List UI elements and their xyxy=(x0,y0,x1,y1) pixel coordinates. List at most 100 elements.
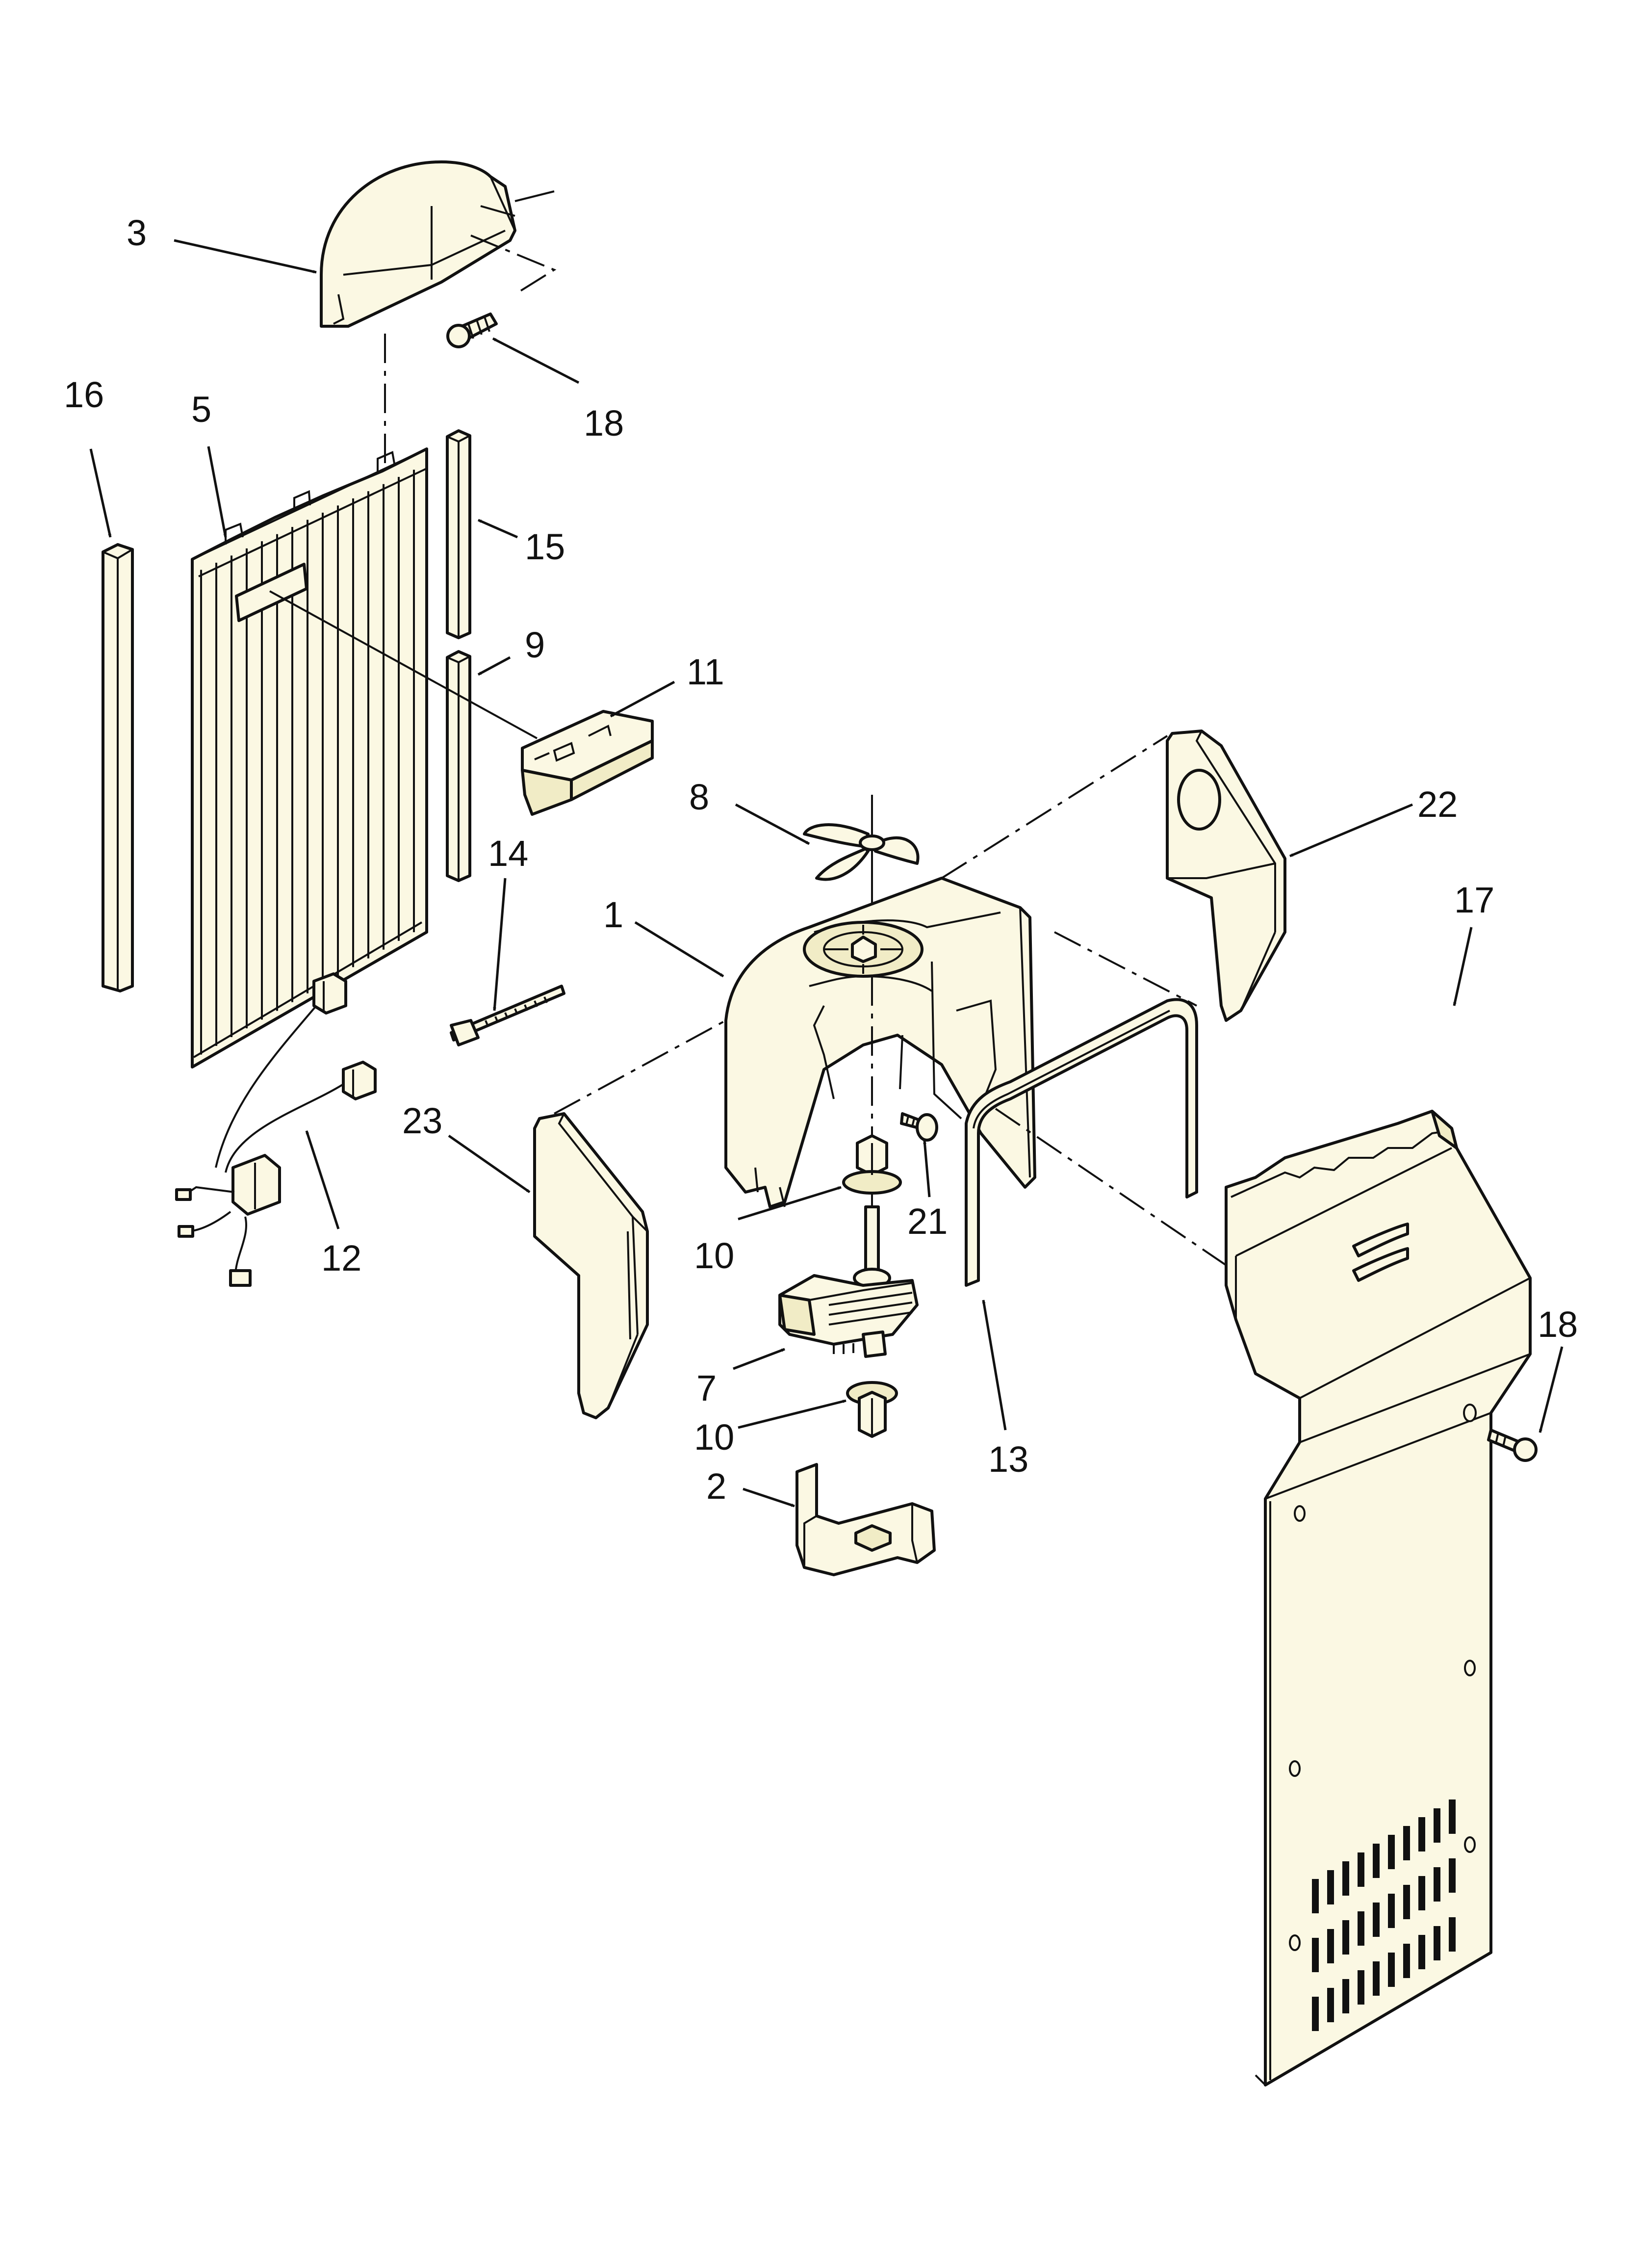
callout-14: 14 xyxy=(488,833,528,874)
leader-7 xyxy=(733,1348,785,1370)
leader-9 xyxy=(477,656,511,676)
part-10-bushing-upper xyxy=(842,1134,902,1195)
part-17-rear-panel xyxy=(1225,1110,1532,2086)
callout-15: 15 xyxy=(525,526,565,567)
vent-slot xyxy=(1434,1808,1440,1843)
vent-slot xyxy=(1358,1911,1364,1946)
leader-10-lower xyxy=(738,1399,847,1429)
leader-17 xyxy=(1453,927,1473,1006)
vent-slot xyxy=(1327,1988,1334,2022)
part-12-wire-harness xyxy=(175,972,377,1287)
leader-12 xyxy=(305,1130,340,1229)
vent-slot xyxy=(1434,1867,1440,1902)
connector-5-11 xyxy=(269,590,538,739)
callout-labels: 3 18 16 5 15 9 11 14 8 22 1 17 23 12 21 … xyxy=(64,212,1578,1507)
vent-slot xyxy=(1373,1844,1380,1878)
leader-22 xyxy=(1289,803,1413,858)
part-3-duct-cover xyxy=(320,160,557,328)
callout-7: 7 xyxy=(696,1368,717,1408)
leader-10-upper xyxy=(738,1186,842,1221)
callout-9: 9 xyxy=(525,625,545,665)
part-10-bushing-lower xyxy=(846,1381,898,1438)
vent-slot xyxy=(1403,1885,1410,1919)
alignment-line-13-17 xyxy=(995,1108,1271,1296)
callout-5: 5 xyxy=(191,389,211,430)
leader-15 xyxy=(477,519,518,539)
vent-slot xyxy=(1327,1870,1334,1904)
part-18-screw-right xyxy=(1487,1429,1538,1462)
leader-11 xyxy=(610,680,675,718)
alignment-line-1-13 xyxy=(1054,931,1197,1007)
vent-slot xyxy=(1312,1997,1319,2031)
vent-slot xyxy=(1449,1917,1456,1952)
vent-slot xyxy=(1449,1858,1456,1893)
vent-slot xyxy=(1403,1944,1410,1978)
part-7-fan-motor xyxy=(778,1205,919,1358)
vent-slot xyxy=(1418,1935,1425,1969)
leader-13 xyxy=(982,1300,1007,1431)
part-16-foam-strip xyxy=(102,543,134,992)
part-5-evaporator-grille xyxy=(191,447,428,1069)
leader-1 xyxy=(634,921,724,978)
leader-3 xyxy=(174,239,317,274)
part-9-foam-strip xyxy=(446,650,471,882)
vent-slot xyxy=(1449,1799,1456,1834)
part-21-screw xyxy=(900,1112,938,1142)
part-22-side-panel xyxy=(1166,730,1286,1022)
callout-22: 22 xyxy=(1417,784,1458,825)
callout-18-top: 18 xyxy=(584,403,624,443)
part-2-motor-bracket xyxy=(795,1463,936,1576)
vent-slot xyxy=(1388,1894,1395,1928)
alignment-line-23-1 xyxy=(554,1019,726,1115)
vent-slot xyxy=(1403,1826,1410,1860)
leader-14 xyxy=(493,878,507,1011)
vent-slot xyxy=(1312,1938,1319,1972)
callout-18-right: 18 xyxy=(1538,1304,1578,1345)
callout-21: 21 xyxy=(907,1201,948,1242)
leader-2 xyxy=(743,1487,795,1508)
vent-slot xyxy=(1388,1835,1395,1869)
vent-slot xyxy=(1418,1817,1425,1851)
vent-slot xyxy=(1434,1926,1440,1960)
vent-slot xyxy=(1312,1879,1319,1913)
part-8-fan-blade xyxy=(803,795,920,908)
leader-21 xyxy=(923,1140,931,1198)
leader-18-right xyxy=(1539,1346,1564,1433)
callout-13: 13 xyxy=(988,1439,1028,1480)
leader-18-top xyxy=(492,337,580,384)
part-11-bracket xyxy=(521,710,654,816)
part-14-cable-tie xyxy=(450,985,565,1046)
vent-slot xyxy=(1418,1876,1425,1910)
alignment-line-1-22 xyxy=(941,735,1168,879)
leader-8 xyxy=(735,803,810,845)
callout-2: 2 xyxy=(706,1466,726,1507)
vent-slot xyxy=(1342,1861,1349,1896)
callout-12: 12 xyxy=(321,1238,361,1278)
leader-23 xyxy=(448,1134,531,1194)
callout-17: 17 xyxy=(1454,880,1494,920)
vent-slot xyxy=(1358,1970,1364,2005)
callout-1: 1 xyxy=(603,894,623,935)
callout-16: 16 xyxy=(64,374,104,415)
vent-slot xyxy=(1342,1979,1349,2013)
vent-slot xyxy=(1342,1920,1349,1955)
vent-slot xyxy=(1373,1961,1380,1996)
callout-23: 23 xyxy=(402,1100,442,1141)
leader-16 xyxy=(89,448,112,538)
vent-slot xyxy=(1358,1852,1364,1887)
part-23-side-panel xyxy=(533,1112,649,1419)
vent-slot xyxy=(1373,1903,1380,1937)
vent-slot xyxy=(1388,1953,1395,1987)
callout-10-lower: 10 xyxy=(694,1417,734,1458)
leader-5 xyxy=(207,446,227,538)
callout-10-upper: 10 xyxy=(694,1235,734,1276)
callout-8: 8 xyxy=(689,777,709,817)
vent-slot xyxy=(1327,1929,1334,1963)
part-15-foam-strip xyxy=(446,429,471,639)
part-13-u-seal xyxy=(965,998,1198,1287)
part-1-fan-shroud xyxy=(724,877,1036,1208)
leader-lines xyxy=(89,239,1564,1508)
callout-3: 3 xyxy=(127,212,147,253)
part-18-screw-top xyxy=(446,313,498,348)
